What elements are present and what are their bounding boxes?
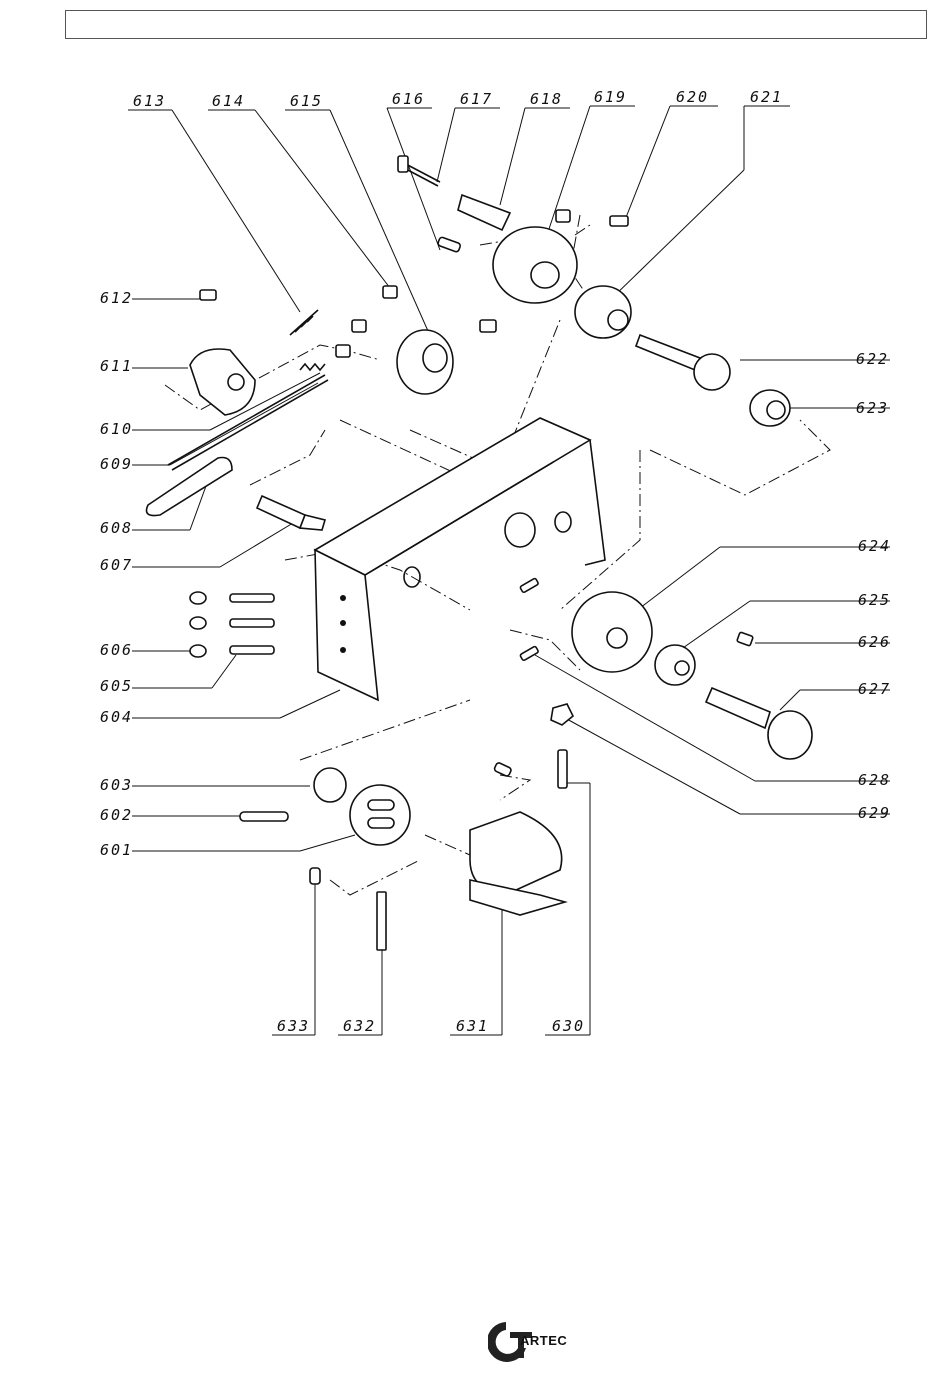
- label-632: 632: [338, 950, 382, 1035]
- label-618: 618: [500, 90, 570, 205]
- label-614: 614: [208, 92, 393, 292]
- label-617: 617: [437, 90, 500, 182]
- svg-text:611: 611: [100, 357, 133, 375]
- label-623: 623: [790, 399, 890, 417]
- svg-text:613: 613: [133, 92, 166, 110]
- label-624: 624: [640, 537, 891, 608]
- label-621: 621: [610, 88, 790, 300]
- part-632-gib: [377, 892, 386, 950]
- part-621-flange: [575, 286, 631, 338]
- part-628-set-screw: [520, 578, 539, 661]
- svg-text:605: 605: [100, 677, 133, 695]
- part-615-flange: [397, 330, 453, 394]
- svg-text:610: 610: [100, 420, 133, 438]
- svg-text:614: 614: [212, 92, 245, 110]
- svg-text:631: 631: [456, 1017, 489, 1035]
- svg-text:627: 627: [858, 680, 891, 698]
- label-622: 622: [740, 350, 890, 368]
- label-627: 627: [780, 680, 891, 710]
- part-626-key: [737, 632, 754, 646]
- part-602-pin: [240, 812, 288, 821]
- label-615: 615: [285, 92, 432, 340]
- part-604-housing: [315, 418, 605, 700]
- label-606: 606: [100, 641, 192, 659]
- svg-text:621: 621: [750, 88, 783, 106]
- label-616: 616: [387, 90, 440, 250]
- label-628: 628: [535, 655, 891, 789]
- part-611-collar: [190, 349, 255, 415]
- part-612-screw: [200, 290, 216, 300]
- svg-text:615: 615: [290, 92, 323, 110]
- part-623-sleeve: [750, 390, 790, 426]
- label-603: 603: [100, 776, 310, 794]
- logo-name: ARTEC: [520, 1333, 567, 1348]
- label-612: 612: [100, 289, 200, 307]
- svg-text:616: 616: [392, 90, 425, 108]
- part-630-screw: [558, 750, 567, 788]
- svg-text:601: 601: [100, 841, 133, 859]
- svg-text:625: 625: [858, 591, 891, 609]
- svg-text:606: 606: [100, 641, 133, 659]
- part-610-spring: [300, 364, 325, 370]
- svg-text:632: 632: [343, 1017, 376, 1035]
- label-631: 631: [450, 900, 502, 1035]
- svg-text:608: 608: [100, 519, 133, 537]
- label-602: 602: [100, 806, 240, 824]
- part-603-bushing: [314, 768, 346, 802]
- part-624-gear-disc: [572, 592, 652, 672]
- part-629-nut: [551, 704, 573, 725]
- label-605: 605: [100, 655, 236, 695]
- part-616-pin: [437, 237, 461, 253]
- label-626: 626: [755, 633, 891, 651]
- svg-text:629: 629: [858, 804, 891, 822]
- svg-text:609: 609: [100, 455, 133, 473]
- svg-text:620: 620: [676, 88, 709, 106]
- label-630: 630: [545, 783, 590, 1035]
- svg-text:612: 612: [100, 289, 133, 307]
- label-611: 611: [100, 357, 188, 375]
- part-618-bushing: [458, 195, 510, 230]
- part-617-bolt: [398, 156, 440, 186]
- part-605-606-screws: [190, 592, 274, 657]
- part-614-screws: [336, 286, 397, 357]
- svg-text:624: 624: [858, 537, 891, 555]
- part-622-gear-shaft: [636, 335, 730, 390]
- svg-text:604: 604: [100, 708, 133, 726]
- svg-text:626: 626: [858, 633, 891, 651]
- svg-text:628: 628: [858, 771, 891, 789]
- label-633: 633: [272, 880, 315, 1035]
- svg-text:607: 607: [100, 556, 133, 574]
- part-601-cam: [350, 785, 410, 845]
- part-625-sleeve: [655, 645, 695, 685]
- svg-text:603: 603: [100, 776, 133, 794]
- svg-text:617: 617: [460, 90, 493, 108]
- svg-text:633: 633: [277, 1017, 310, 1035]
- label-613: 613: [128, 92, 300, 312]
- label-629: 629: [565, 718, 891, 822]
- label-601: 601: [100, 835, 355, 859]
- part-619-handwheel: [493, 227, 577, 303]
- svg-text:630: 630: [552, 1017, 585, 1035]
- part-613-threaded-rod: [290, 310, 318, 335]
- svg-text:619: 619: [594, 88, 627, 106]
- svg-text:622: 622: [856, 350, 889, 368]
- part-627-pinion-shaft: [706, 688, 812, 759]
- svg-text:618: 618: [530, 90, 563, 108]
- label-620: 620: [625, 88, 718, 220]
- assembly-lines: [165, 215, 830, 895]
- part-607-pin: [257, 496, 325, 530]
- part-608-handle: [147, 458, 233, 516]
- part-631-half-nut: [470, 812, 565, 915]
- label-604: 604: [100, 690, 340, 726]
- svg-text:602: 602: [100, 806, 133, 824]
